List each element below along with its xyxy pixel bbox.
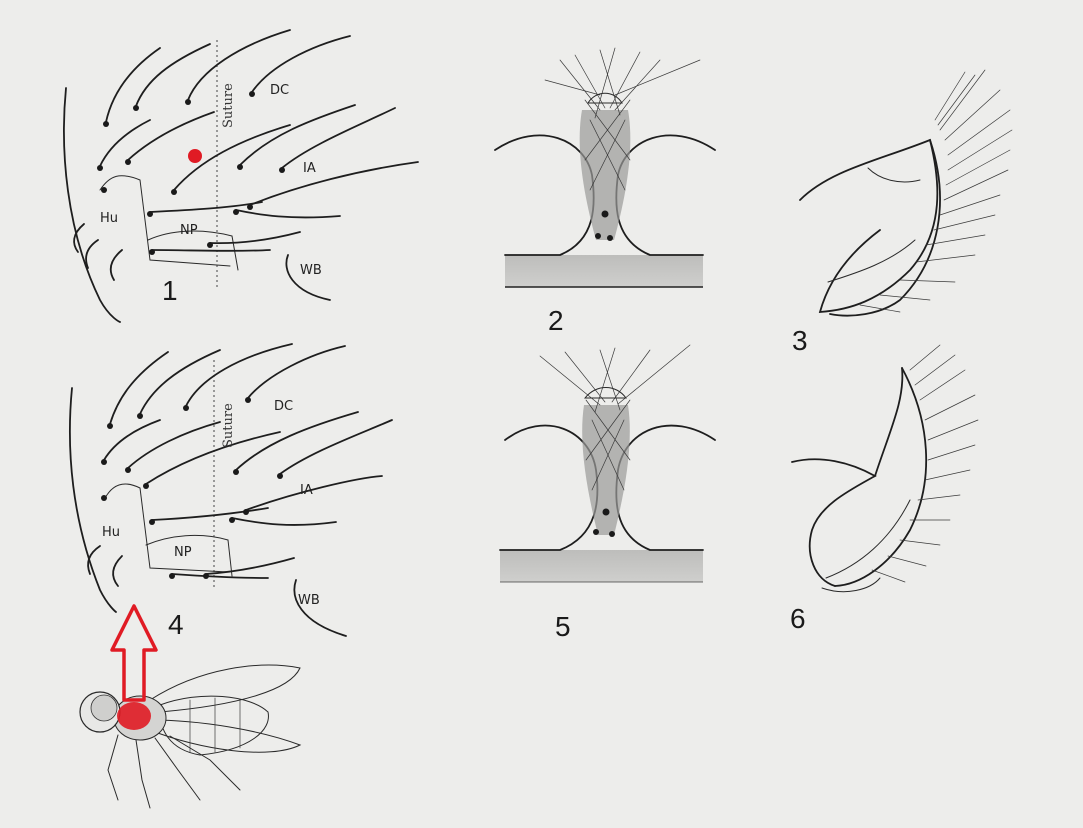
panel-1-bristles	[74, 30, 418, 280]
panel-number-4: 4	[168, 609, 184, 640]
arrow-up-icon	[112, 606, 156, 700]
label-suture: Suture	[221, 83, 236, 128]
panel-1-thorax-diagram: DC Suture IA Hu NP WB 1	[64, 30, 418, 322]
panel-number-2: 2	[548, 305, 564, 336]
label-wb: WB	[298, 593, 320, 608]
panel-3-lateral-diagram: 3	[792, 70, 1012, 356]
panel-number-5: 5	[555, 611, 571, 642]
label-suture: Suture	[221, 403, 236, 448]
label-wb: WB	[300, 263, 322, 278]
label-hu: Hu	[102, 525, 120, 540]
panel-5-frontal-diagram: 5	[500, 345, 715, 642]
label-np: NP	[174, 545, 192, 560]
label-hu: Hu	[100, 211, 118, 226]
label-np: NP	[180, 223, 198, 238]
panel-number-1: 1	[162, 275, 178, 306]
label-ia: IA	[300, 483, 313, 498]
label-dc: DC	[270, 83, 289, 98]
highlighted-thorax-region	[117, 702, 151, 730]
highlighted-bristle-marker	[188, 149, 202, 163]
panel-2-frontal-diagram: 2	[495, 48, 715, 336]
panel-4-thorax-diagram: DC Suture IA Hu NP WB 4	[70, 344, 392, 640]
fly-sketch	[80, 665, 300, 808]
panel-number-3: 3	[792, 325, 808, 356]
panel-6-lateral-diagram: 6	[790, 345, 978, 634]
label-dc: DC	[274, 399, 293, 414]
panel-4-bristles	[88, 344, 392, 586]
panel-number-6: 6	[790, 603, 806, 634]
label-ia: IA	[303, 161, 316, 176]
